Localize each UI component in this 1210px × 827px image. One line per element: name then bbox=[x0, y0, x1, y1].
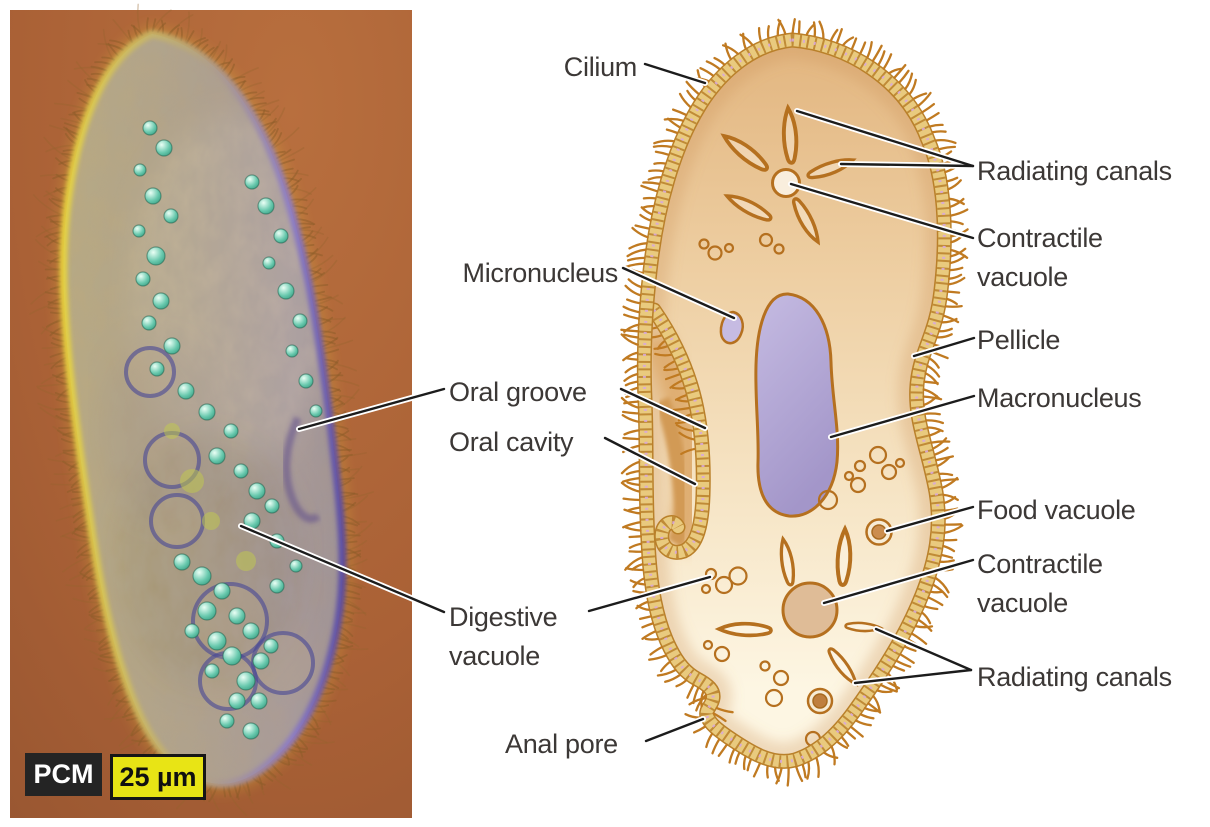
photo-vesicles bbox=[132, 120, 323, 740]
diagram-panel bbox=[620, 18, 969, 787]
label-pellicle: Pellicle bbox=[977, 325, 1061, 355]
photo-cilia-fringe bbox=[29, 3, 374, 817]
leader-digestive-vacuole bbox=[238, 523, 713, 615]
leader-anal-pore bbox=[643, 716, 706, 744]
leader-macronucleus bbox=[828, 393, 977, 440]
macronucleus-shape bbox=[754, 292, 840, 518]
label-radiating-canals-top: Radiating canals bbox=[977, 156, 1172, 186]
label-radiating-canals-bottom: Radiating canals bbox=[977, 662, 1172, 692]
label-anal-pore: Anal pore bbox=[505, 729, 618, 759]
leader-micronucleus bbox=[620, 265, 737, 321]
label-food-vacuole: Food vacuole bbox=[977, 495, 1136, 525]
label-micronucleus: Micronucleus bbox=[462, 258, 619, 288]
leader-lines bbox=[238, 61, 977, 744]
technique-badge: PCM bbox=[25, 753, 102, 796]
leader-food-vacuole bbox=[884, 504, 976, 534]
label-digestive-vacuole: Digestive vacuole bbox=[449, 602, 558, 672]
label-contractile-vacuole-bottom: Contractile vacuole bbox=[977, 549, 1103, 619]
contractile-vacuole-bottom-shape bbox=[781, 581, 839, 639]
leader-contractile-vacuole-bottom bbox=[821, 557, 976, 606]
organelles bbox=[698, 105, 906, 748]
cilia-layer bbox=[620, 18, 969, 787]
micrograph-panel bbox=[10, 3, 412, 818]
label-cilium: Cilium bbox=[563, 52, 638, 82]
label-contractile-vacuole-top: Contractile vacuole bbox=[977, 223, 1103, 293]
label-oral-groove: Oral groove bbox=[449, 377, 587, 407]
photo-oral-groove bbox=[282, 416, 321, 523]
label-macronucleus: Macronucleus bbox=[977, 383, 1142, 413]
leader-oral-groove bbox=[296, 386, 708, 432]
photo-inclusions bbox=[164, 423, 256, 571]
leader-cilium bbox=[642, 61, 708, 86]
leader-pellicle bbox=[911, 335, 977, 359]
label-oral-cavity: Oral cavity bbox=[449, 427, 574, 457]
leader-contractile-vacuole-top bbox=[788, 181, 976, 241]
scale-bar-badge: 25 µm bbox=[110, 754, 206, 800]
micronucleus-shape bbox=[719, 310, 744, 345]
leader-radiating-canals-top bbox=[794, 108, 976, 169]
leader-oral-cavity bbox=[602, 435, 698, 487]
leader-radiating-canals-bottom bbox=[852, 626, 974, 686]
contractile-vacuole-top-shape bbox=[771, 168, 801, 198]
